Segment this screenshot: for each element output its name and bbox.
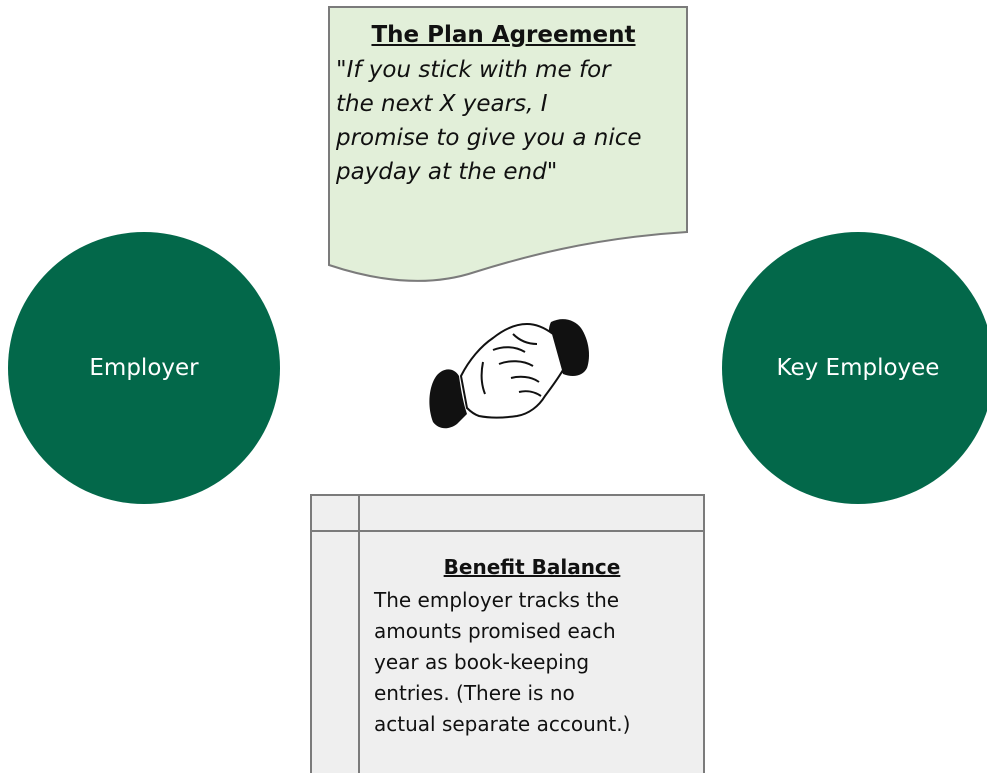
ledger-body-line: The employer tracks the (374, 588, 620, 612)
ledger-content: Benefit Balance The employer tracks the … (374, 552, 704, 740)
key-employee-label: Key Employee (776, 355, 940, 381)
employer-node: Employer (8, 232, 280, 504)
agreement-quote-line: "If you stick with me for (336, 57, 611, 83)
agreement-quote-line: payday at the end" (336, 159, 558, 185)
agreement-note: The Plan Agreement "If you stick with me… (336, 18, 681, 189)
agreement-title: The Plan Agreement (371, 22, 636, 48)
ledger-body-line: actual separate account.) (374, 712, 631, 736)
ledger-title: Benefit Balance (443, 555, 621, 579)
ledger-body-line: entries. (There is no (374, 681, 575, 705)
ledger-body-line: amounts promised each (374, 619, 616, 643)
employer-label: Employer (89, 355, 199, 381)
agreement-quote-line: the next X years, I (336, 91, 548, 117)
ledger-header-rule (312, 530, 703, 532)
ledger-margin-rule (358, 496, 360, 773)
ledger-body: The employer tracks the amounts promised… (374, 585, 704, 740)
agreement-quote: "If you stick with me for the next X yea… (336, 53, 681, 189)
ledger-body-line: year as book-keeping (374, 650, 590, 674)
handshake-icon (429, 319, 589, 429)
agreement-quote-line: promise to give you a nice (336, 125, 642, 151)
benefit-ledger: Benefit Balance The employer tracks the … (310, 494, 705, 773)
agreement-note-shape (328, 6, 688, 282)
key-employee-node: Key Employee (722, 232, 987, 504)
